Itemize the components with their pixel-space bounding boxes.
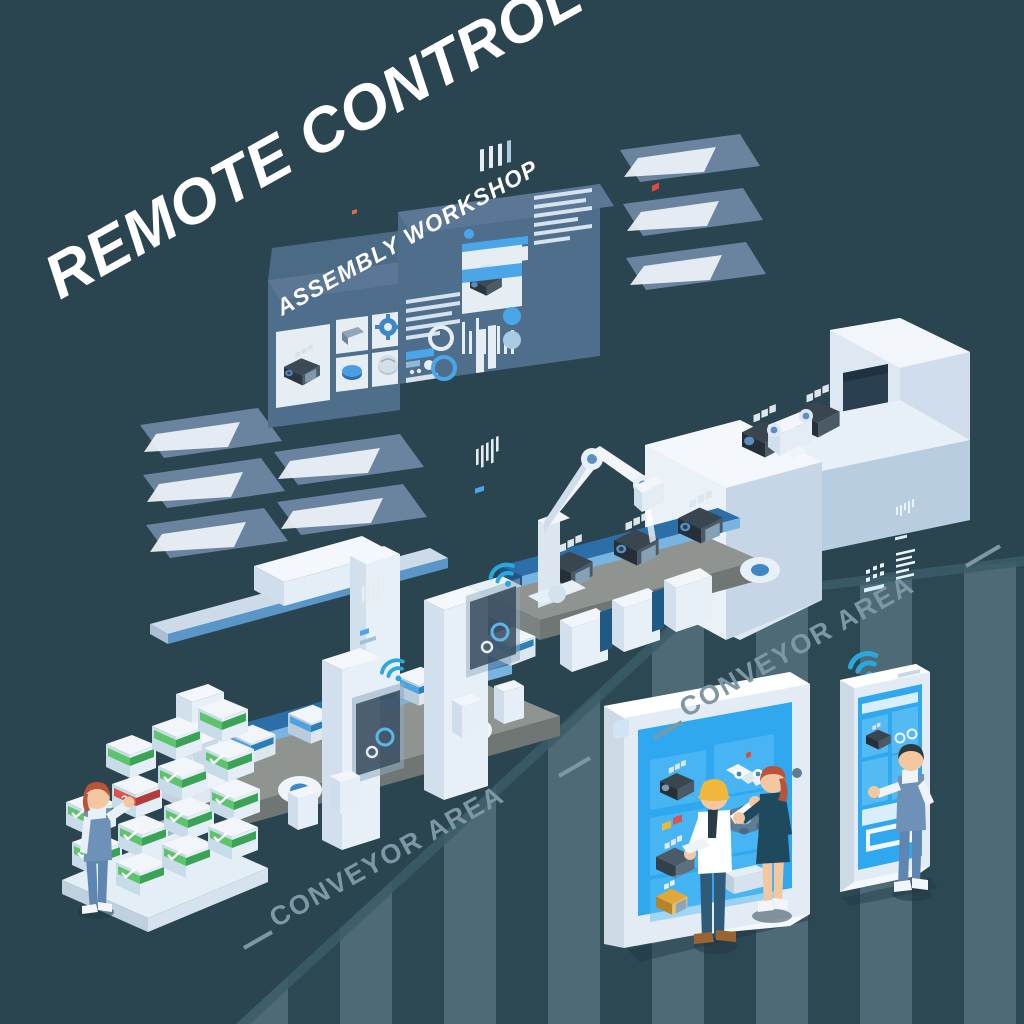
workshop-label: ASSEMBLY WORKSHOP <box>271 154 543 321</box>
hud-group-workshop[interactable] <box>268 209 427 535</box>
tablet-tile-yellow-engine[interactable] <box>650 870 706 922</box>
worker-phone-operator[interactable] <box>868 744 934 901</box>
hud-group-left-stack[interactable] <box>140 408 288 558</box>
wifi-icon <box>379 658 405 682</box>
gripper-robot-arm[interactable] <box>767 409 813 459</box>
conveyor-control-screen-center[interactable] <box>466 435 520 678</box>
hud-card-r2[interactable] <box>623 188 763 236</box>
phone-search-bar[interactable] <box>862 692 918 714</box>
hud-card-l3[interactable] <box>146 508 288 558</box>
data-panel-right-bars <box>476 307 521 373</box>
data-panel-upper-lines <box>534 188 592 245</box>
page-title: REMOTE CONTROL <box>33 0 594 312</box>
engine-block[interactable] <box>614 512 659 566</box>
articulated-robot-arm[interactable] <box>528 182 664 608</box>
phone-tile-engine[interactable] <box>862 714 891 758</box>
conveyor-control-screen-left[interactable] <box>352 573 404 784</box>
worker-tablet-manager[interactable] <box>733 766 792 923</box>
wifi-icon <box>488 562 515 587</box>
workshop-thumb-part-icon <box>342 209 364 345</box>
phone-tile-dashboard[interactable] <box>892 498 918 754</box>
tablet-camera-icon <box>792 768 802 778</box>
hud-card-w2[interactable] <box>277 484 427 535</box>
worker-pallet-inspector[interactable] <box>78 782 135 919</box>
workshop-thumb-cap-icon <box>378 355 398 375</box>
conveyor-label-right-group: CONVEYOR AREA <box>653 544 1002 740</box>
tablet-tile-engine[interactable] <box>650 750 706 810</box>
conveyor-label-left-group: CONVEYOR AREA <box>243 756 592 950</box>
data-panel-text-lines <box>406 292 460 340</box>
hud-group-right-stack[interactable] <box>620 134 766 290</box>
workshop-engine-thumb[interactable] <box>276 324 330 408</box>
hud-card-w1[interactable] <box>274 434 424 485</box>
workshop-thumb-grid[interactable] <box>336 209 404 392</box>
tablet-home-button[interactable] <box>613 718 629 739</box>
conveyor-label-left: CONVEYOR AREA <box>264 779 509 933</box>
conveyor-posts <box>288 680 524 830</box>
conveyor-label-right: CONVEYOR AREA <box>674 569 919 723</box>
conveyor-white-blocks[interactable] <box>560 568 712 672</box>
phone-speaker-icon <box>898 669 920 678</box>
welding-beam <box>645 509 656 543</box>
data-panel-donut-rings <box>428 325 457 381</box>
hud-card-r3[interactable] <box>626 242 766 290</box>
workshop-thumb-dish-icon <box>342 365 362 380</box>
hud-card-l2[interactable] <box>143 458 285 508</box>
tablet-tile-robot-arm[interactable] <box>714 734 774 797</box>
worker-tablet-engineer[interactable] <box>682 779 761 954</box>
hud-group-data-panel[interactable] <box>398 140 614 384</box>
hud-card-l1[interactable] <box>140 408 282 458</box>
workshop-label-ribbon <box>268 230 405 280</box>
data-panel-stat-bars <box>462 140 528 283</box>
hud-card-r1[interactable] <box>620 134 760 182</box>
